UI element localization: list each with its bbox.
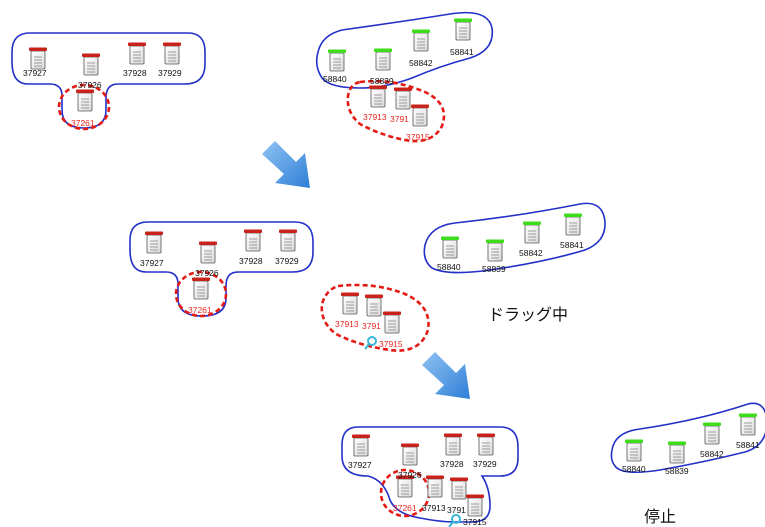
doc-label: 37926 — [195, 268, 219, 278]
group-outline — [315, 11, 494, 89]
document-icon — [352, 434, 370, 457]
doc-label: 37928 — [239, 256, 263, 266]
doc-label: 58840 — [437, 262, 461, 272]
doc-label: 37926 — [78, 80, 102, 90]
stopped-label: 停止 — [644, 507, 676, 526]
document-icon — [328, 49, 346, 72]
doc-label: 37261 — [188, 305, 212, 315]
document-icon — [454, 18, 472, 41]
document-icon — [523, 221, 541, 244]
doc-label: 3791 — [362, 321, 381, 331]
doc-label: 37261 — [393, 503, 417, 513]
doc-label: 58840 — [323, 74, 347, 84]
document-icon — [466, 494, 484, 517]
doc-label: 37261 — [71, 118, 95, 128]
document-icon — [625, 439, 643, 462]
arrow-down-right-icon — [422, 352, 470, 399]
document-icon — [128, 42, 146, 65]
magnifier-cursor-icon — [364, 336, 377, 350]
document-icon — [341, 292, 359, 315]
document-icon — [444, 433, 462, 456]
doc-label: 37926 — [398, 470, 422, 480]
document-icon — [450, 477, 468, 500]
group-outline — [610, 402, 765, 474]
doc-label: 37915 — [379, 339, 403, 349]
doc-label: 37927 — [348, 460, 372, 470]
document-icon — [383, 311, 401, 334]
doc-label: 37927 — [23, 68, 47, 78]
document-icon — [369, 85, 387, 108]
selection-outline — [346, 79, 446, 143]
document-icon — [374, 48, 392, 71]
selection-outline — [174, 270, 228, 318]
document-icon — [739, 413, 757, 436]
group-outline — [341, 426, 519, 523]
doc-label: 37927 — [140, 258, 164, 268]
document-icon — [365, 294, 383, 317]
doc-label: 37913 — [422, 503, 446, 513]
doc-label: 58839 — [665, 466, 689, 476]
document-icon — [486, 239, 504, 262]
document-icon — [82, 53, 100, 76]
doc-label: 37915 — [463, 517, 487, 527]
document-icon — [192, 277, 210, 300]
panel-3: 37927 37926 37928 37929 37261 37913 3791… — [341, 402, 765, 527]
document-icon — [396, 475, 414, 498]
selection-outline — [320, 283, 430, 352]
magnifier-cursor-icon — [448, 514, 461, 527]
group-outline — [423, 202, 606, 274]
doc-label: 37929 — [473, 459, 497, 469]
doc-label: 37913 — [335, 319, 359, 329]
document-icon — [401, 443, 419, 466]
document-icon — [279, 229, 297, 252]
document-icon — [163, 42, 181, 65]
document-icon — [412, 29, 430, 52]
doc-label: 37915 — [406, 132, 430, 142]
panel-1: 37927 37926 37928 37929 37261 58840 5883… — [11, 11, 494, 143]
document-icon — [394, 87, 412, 110]
document-icon — [703, 422, 721, 445]
doc-label: 58841 — [736, 440, 760, 450]
doc-label: 58842 — [700, 449, 724, 459]
doc-label: 37928 — [123, 68, 147, 78]
doc-label: 58842 — [519, 248, 543, 258]
doc-label: 37929 — [275, 256, 299, 266]
document-icon — [29, 47, 47, 70]
document-icon — [76, 89, 94, 112]
document-icon — [441, 236, 459, 259]
arrow-down-right-icon — [262, 141, 310, 188]
document-icon — [411, 104, 429, 127]
doc-label: 37913 — [363, 112, 387, 122]
document-icon — [145, 231, 163, 254]
doc-label: 58839 — [482, 264, 506, 274]
doc-label: 58842 — [409, 58, 433, 68]
panel-2: 37927 37926 37928 37929 37261 58840 5883… — [129, 202, 606, 352]
document-icon — [564, 213, 582, 236]
document-icon — [477, 433, 495, 456]
document-icon — [244, 229, 262, 252]
doc-label: 3791 — [390, 114, 409, 124]
doc-label: 37928 — [440, 459, 464, 469]
doc-label: 58841 — [450, 47, 474, 57]
doc-label: 58841 — [560, 240, 584, 250]
doc-label: 58840 — [622, 464, 646, 474]
document-icon — [426, 475, 444, 498]
document-icon — [668, 441, 686, 464]
document-icon — [199, 241, 217, 264]
doc-label: 37929 — [158, 68, 182, 78]
doc-label: 58839 — [370, 76, 394, 86]
dragging-label: ドラッグ中 — [488, 305, 568, 324]
selection-outline — [57, 83, 111, 131]
doc-label: 3791 — [447, 505, 466, 515]
